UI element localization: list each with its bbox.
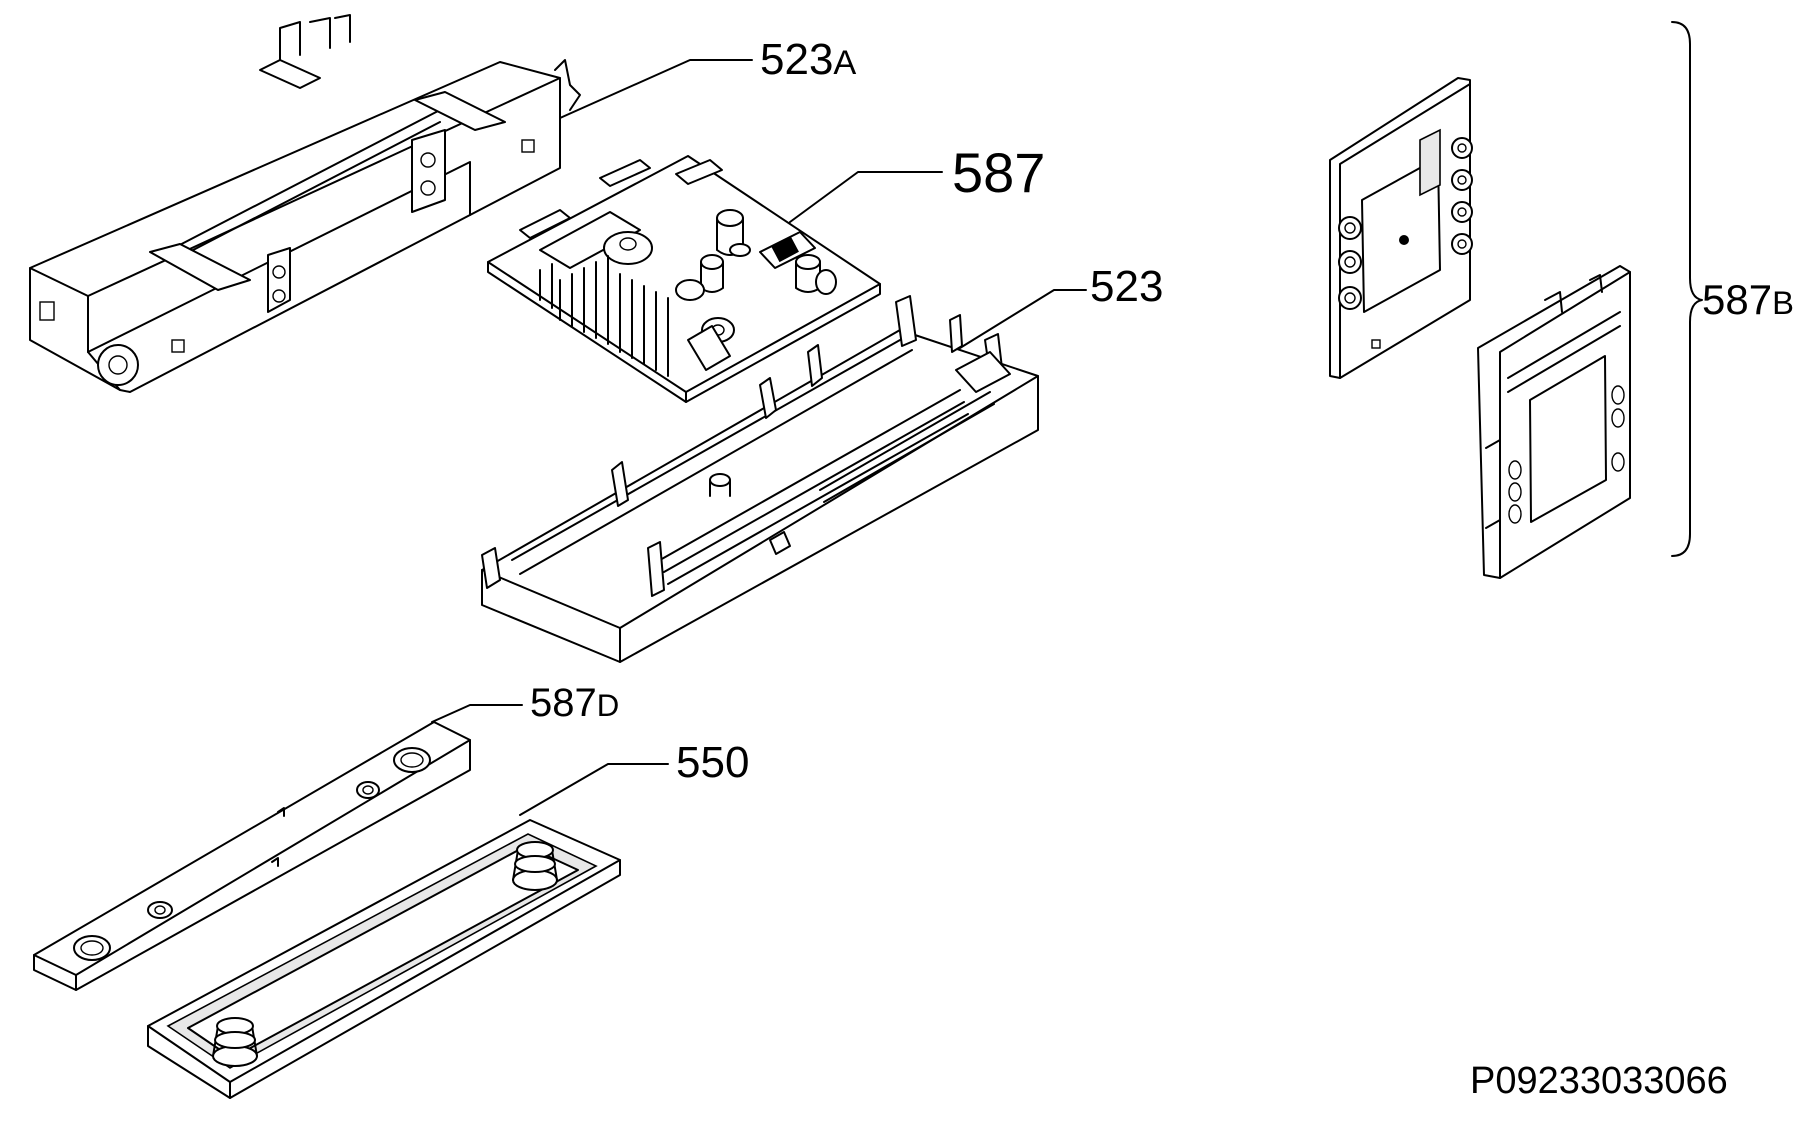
- part-587d-strip: [33, 721, 471, 991]
- leader-587: [789, 171, 943, 223]
- part-523a-housing: [29, 14, 581, 393]
- label-587d: 587D: [530, 681, 620, 725]
- label-523a: 523A: [760, 35, 857, 84]
- part-587-pcb: [487, 155, 881, 403]
- leader-523: [959, 289, 1087, 349]
- knob-contacts: [1338, 137, 1473, 310]
- part-587b-control-assembly: [1329, 77, 1631, 579]
- label-587: 587: [952, 141, 1046, 204]
- leader-550: [519, 763, 669, 816]
- leader-523a: [559, 59, 753, 119]
- label-550: 550: [676, 738, 750, 787]
- leader-587d: [431, 704, 523, 723]
- drawing-code: P09233033066: [1470, 1060, 1728, 1102]
- label-523: 523: [1090, 262, 1164, 311]
- bracket-587b: [1671, 21, 1703, 557]
- part-550-base: [147, 819, 621, 1099]
- label-587b: 587B: [1702, 276, 1794, 323]
- part-523-tray: [481, 295, 1039, 663]
